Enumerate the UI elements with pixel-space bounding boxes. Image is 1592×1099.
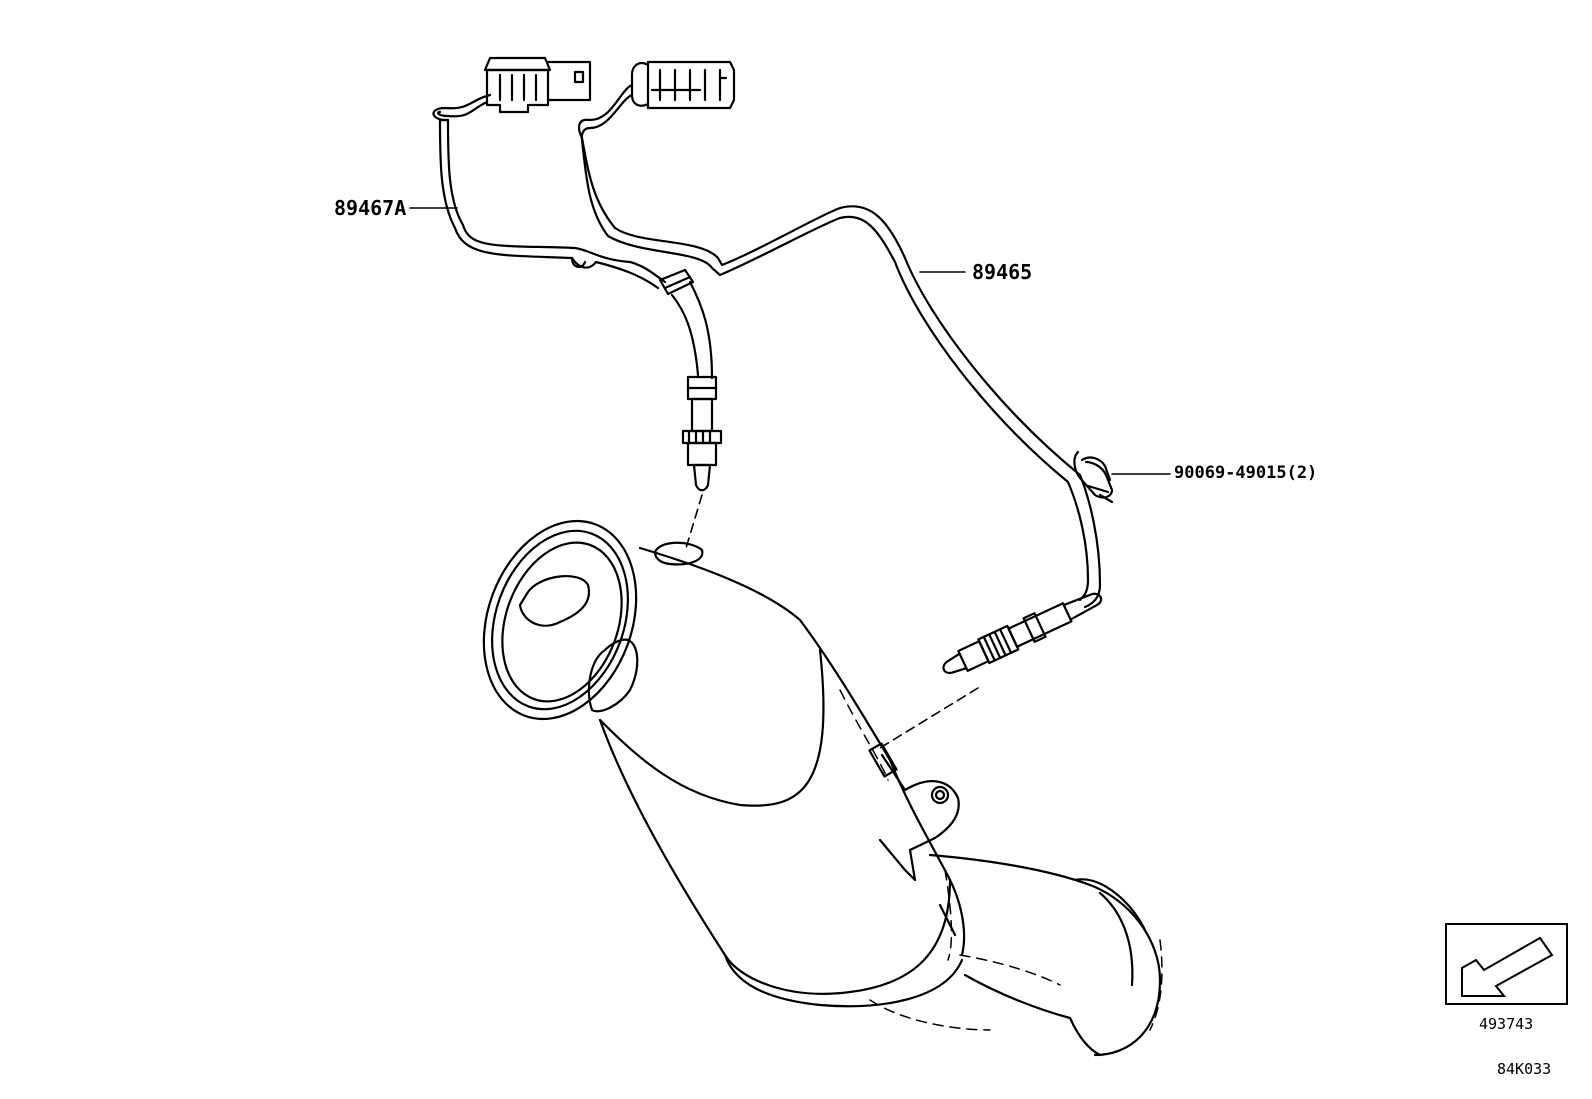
hidden-lines xyxy=(839,689,1163,1031)
callout-90069-49015[interactable]: 90069-49015(2) xyxy=(1174,463,1318,483)
callout-89465[interactable]: 89465 xyxy=(972,260,1033,284)
upstream-connector xyxy=(483,56,592,114)
callout-89467A[interactable]: 89467A xyxy=(334,196,407,220)
downstream-connector xyxy=(630,60,736,110)
catalytic-converter xyxy=(482,519,1162,1057)
page-code: 84K033 xyxy=(1497,1060,1552,1078)
upstream-sensor-harness[interactable] xyxy=(432,56,723,549)
downstream-sensor-harness[interactable] xyxy=(577,60,1114,749)
illustration-id: 493743 xyxy=(1479,1015,1534,1033)
wire-clamp[interactable] xyxy=(1073,450,1114,504)
front-direction-arrow-icon xyxy=(1445,923,1568,1005)
